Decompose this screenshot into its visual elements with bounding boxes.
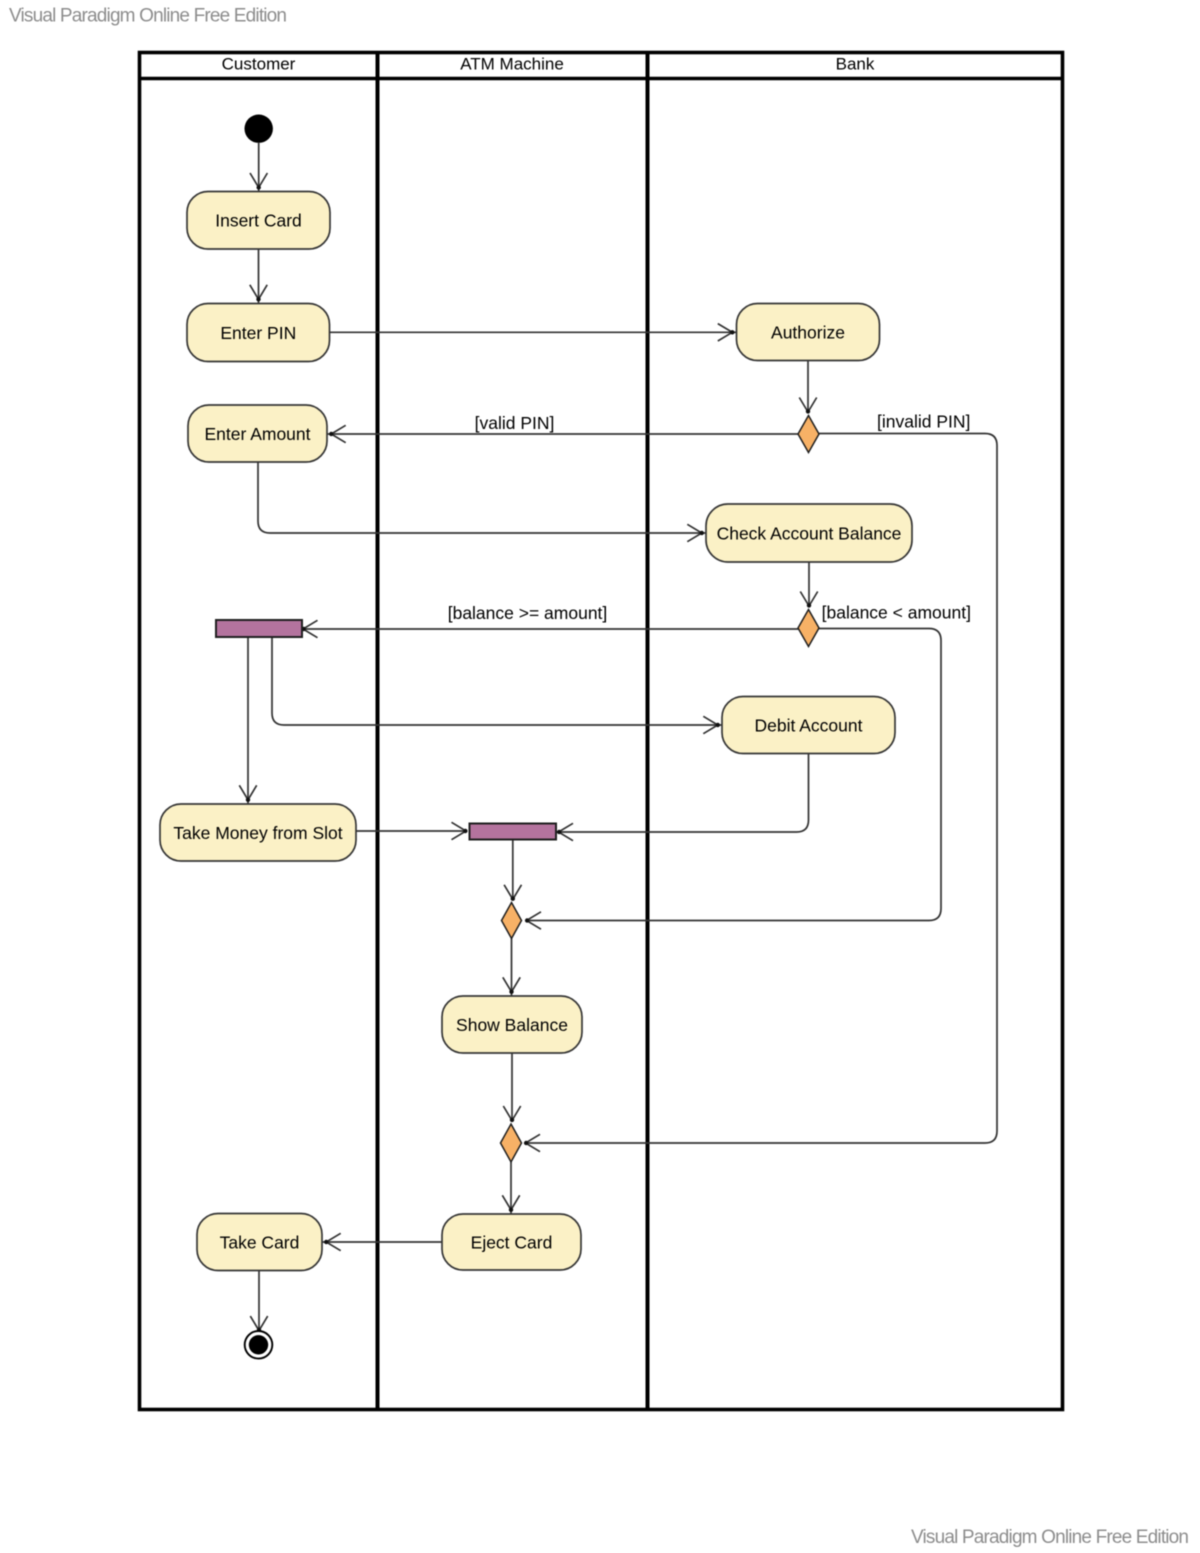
svg-text:[balance >= amount]: [balance >= amount]	[448, 603, 608, 623]
svg-text:Debit Account: Debit Account	[755, 715, 863, 735]
svg-text:Authorize: Authorize	[771, 322, 845, 342]
svg-text:[valid PIN]: [valid PIN]	[475, 413, 555, 433]
svg-text:Visual Paradigm Online Free Ed: Visual Paradigm Online Free Edition	[9, 5, 287, 26]
svg-text:Enter Amount: Enter Amount	[204, 424, 310, 444]
svg-text:Take Money from Slot: Take Money from Slot	[173, 823, 342, 843]
svg-text:ATM Machine: ATM Machine	[460, 55, 564, 74]
svg-text:Check Account Balance: Check Account Balance	[717, 523, 902, 543]
svg-text:Eject Card: Eject Card	[471, 1232, 553, 1252]
svg-text:Take Card: Take Card	[220, 1232, 300, 1252]
svg-text:Enter PIN: Enter PIN	[220, 323, 296, 343]
svg-text:Bank: Bank	[836, 55, 875, 74]
svg-text:[balance < amount]: [balance < amount]	[822, 603, 971, 623]
svg-text:Insert Card: Insert Card	[215, 211, 302, 231]
svg-text:Visual Paradigm Online Free Ed: Visual Paradigm Online Free Edition	[911, 1527, 1189, 1548]
svg-text:Customer: Customer	[222, 55, 296, 74]
svg-text:Show Balance: Show Balance	[456, 1015, 568, 1035]
svg-text:[invalid PIN]: [invalid PIN]	[877, 412, 970, 432]
